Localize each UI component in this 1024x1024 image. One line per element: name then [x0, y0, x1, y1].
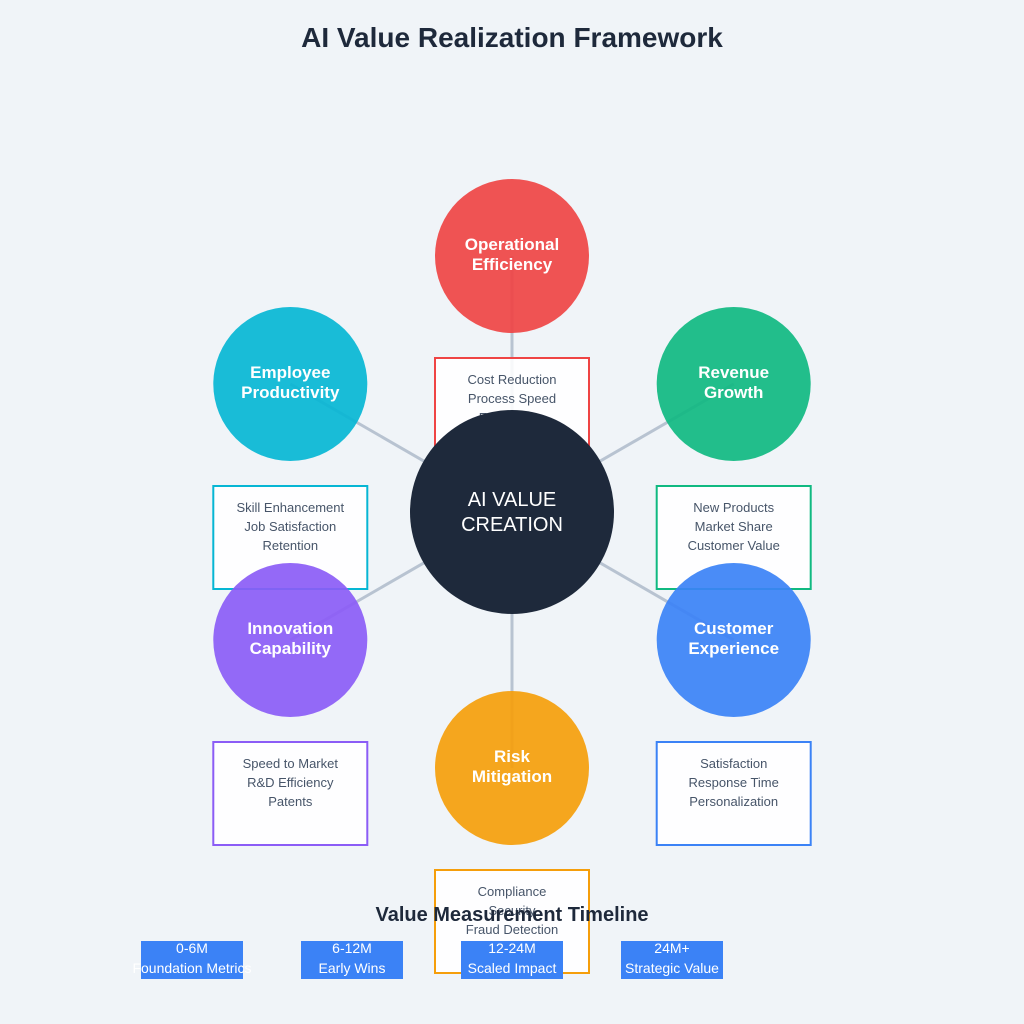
metric-item: Cost Reduction — [468, 372, 557, 387]
metric-item: Speed to Market — [243, 756, 339, 771]
page-title: AI Value Realization Framework — [301, 22, 723, 53]
pillar-label: Customer — [694, 619, 774, 638]
pillar-circle — [435, 179, 589, 333]
pillar-nodes: OperationalEfficiencyRevenueGrowthCustom… — [213, 179, 811, 845]
timeline-title: Value Measurement Timeline — [375, 904, 648, 926]
metric-item: Customer Value — [688, 538, 780, 553]
pillar-label: Employee — [250, 363, 330, 382]
phase-bar — [621, 941, 723, 979]
pillar-label: Mitigation — [472, 767, 552, 786]
pillar-label: Operational — [465, 235, 559, 254]
metric-item: Retention — [262, 538, 318, 553]
phase-period: 24M+ — [654, 940, 689, 956]
metric-item: Fraud Detection — [466, 922, 559, 937]
phase-bar — [461, 941, 563, 979]
metric-item: Security — [489, 903, 536, 918]
hub-label: AI VALUE — [468, 489, 557, 511]
phase-label: Scaled Impact — [468, 960, 557, 976]
phase-label: Strategic Value — [625, 960, 719, 976]
timeline-phase: 12-24M Scaled Impact — [461, 940, 563, 979]
phase-bar — [141, 941, 243, 979]
pillar-label: Capability — [250, 639, 332, 658]
metric-item: Personalization — [689, 794, 778, 809]
pillar-circle — [435, 691, 589, 845]
pillar-label: Risk — [494, 747, 530, 766]
phase-bar — [301, 941, 403, 979]
phase-label: Foundation Metrics — [132, 960, 251, 976]
pillar-label: Revenue — [698, 363, 769, 382]
phase-label: Early Wins — [319, 960, 386, 976]
hub-node: AI VALUE CREATION — [410, 410, 614, 614]
phase-period: 0-6M — [176, 940, 208, 956]
phase-period: 12-24M — [488, 940, 535, 956]
timeline-phase: 24M+ Strategic Value — [621, 940, 723, 979]
value-timeline: Value Measurement Timeline 0-6M Foundation… — [132, 904, 723, 979]
metric-item: Patents — [268, 794, 313, 809]
metric-item: New Products — [693, 500, 774, 515]
timeline-phase: 6-12M Early Wins — [301, 940, 403, 979]
pillar-label: Experience — [688, 639, 779, 658]
pillar-label: Efficiency — [472, 255, 553, 274]
metric-item: Process Speed — [468, 391, 556, 406]
pillar-circle — [213, 307, 368, 461]
metric-item: Market Share — [695, 519, 773, 534]
metric-box-frame — [212, 741, 369, 846]
hub-label: CREATION — [461, 514, 563, 536]
pillar-label: Productivity — [241, 383, 340, 402]
pillar-circle — [656, 563, 811, 717]
metric-item: Skill Enhancement — [236, 500, 344, 515]
pillar-label: Growth — [704, 383, 764, 402]
phase-period: 6-12M — [332, 940, 372, 956]
metric-box-frame — [655, 741, 812, 846]
pillar-label: Innovation — [247, 619, 333, 638]
metric-item: Job Satisfaction — [244, 519, 336, 534]
metric-item: Compliance — [478, 884, 547, 899]
timeline-phase: 0-6M Foundation Metrics — [132, 940, 252, 979]
metric-item: Satisfaction — [700, 756, 767, 771]
hub-circle — [410, 410, 614, 614]
metric-item: Response Time — [689, 775, 779, 790]
pillar-circle — [213, 563, 368, 717]
pillar-circle — [656, 307, 811, 461]
metric-item: R&D Efficiency — [247, 775, 334, 790]
